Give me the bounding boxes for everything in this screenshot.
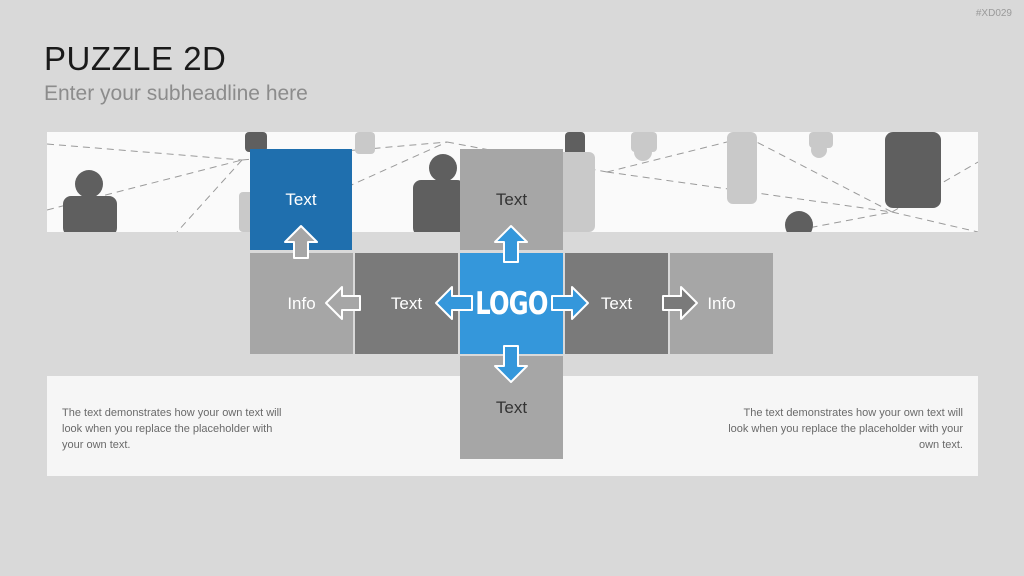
slide-subtitle: Enter your subheadline here bbox=[44, 82, 308, 106]
puzzle-tile-bottom-center[interactable]: Text bbox=[460, 356, 563, 459]
slide-id: #XD029 bbox=[976, 8, 1012, 19]
puzzle-tile-left-inner[interactable]: Text bbox=[355, 253, 458, 354]
puzzle-tile-right-outer[interactable]: Info bbox=[670, 253, 773, 354]
body-text-right: The text demonstrates how your own text … bbox=[723, 405, 963, 453]
logo-text: LOGO bbox=[475, 286, 547, 322]
puzzle-tile-label: Text bbox=[496, 398, 527, 418]
puzzle-tile-right-inner[interactable]: Text bbox=[565, 253, 668, 354]
puzzle-tile-label: Info bbox=[707, 294, 735, 314]
puzzle-tile-label: Text bbox=[391, 294, 422, 314]
puzzle-tile-left-outer[interactable]: Info bbox=[250, 253, 353, 354]
puzzle-tile-label: Text bbox=[285, 190, 316, 210]
slide-title: PUZZLE 2D bbox=[44, 40, 226, 78]
puzzle-tile-top-center[interactable]: Text bbox=[460, 149, 563, 250]
puzzle-tile-label: Text bbox=[496, 190, 527, 210]
puzzle-tile-top-left[interactable]: Text bbox=[250, 149, 352, 250]
puzzle-tile-label: Text bbox=[601, 294, 632, 314]
puzzle-tile-logo[interactable]: LOGO bbox=[460, 253, 563, 354]
puzzle-tile-label: Info bbox=[287, 294, 315, 314]
body-text-left: The text demonstrates how your own text … bbox=[62, 405, 282, 453]
